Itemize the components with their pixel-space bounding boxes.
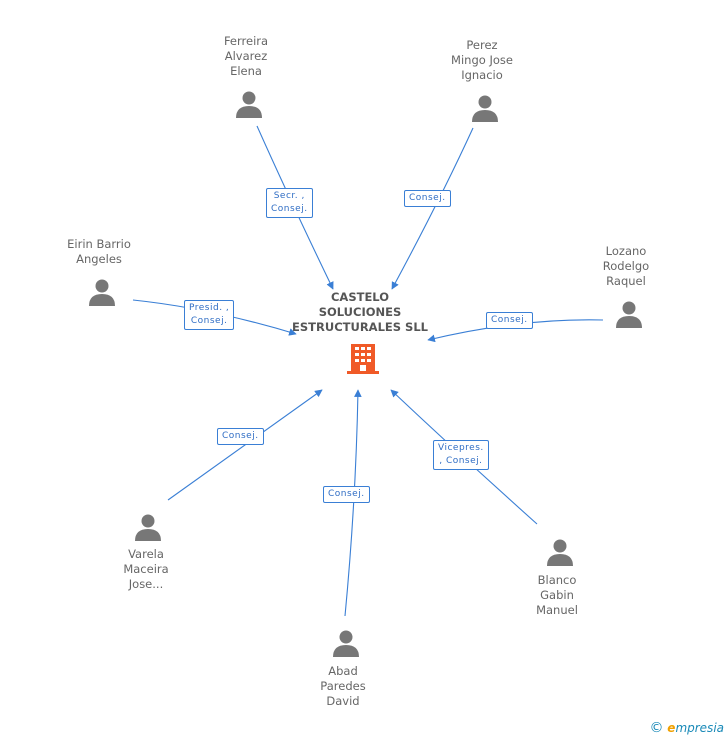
person-name-eirin[interactable]: Eirin Barrio Angeles bbox=[67, 237, 131, 266]
role-badge-perez[interactable]: Consej. bbox=[404, 190, 451, 207]
person-icon[interactable] bbox=[615, 300, 643, 328]
company-name[interactable]: CASTELO SOLUCIONES ESTRUCTURALES SLL bbox=[292, 290, 428, 334]
edge-abad bbox=[344, 389, 362, 617]
edge-varela bbox=[167, 389, 323, 501]
role-badge-lozano[interactable]: Consej. bbox=[486, 312, 533, 329]
person-name-abad[interactable]: Abad Paredes David bbox=[320, 664, 366, 708]
role-badge-eirin[interactable]: Presid. , Consej. bbox=[184, 300, 235, 330]
person-icon[interactable] bbox=[546, 538, 574, 566]
person-icon[interactable] bbox=[332, 629, 360, 657]
person-name-varela[interactable]: Varela Maceira Jose... bbox=[123, 547, 169, 591]
edge-perez bbox=[391, 127, 474, 290]
copyright-symbol: © bbox=[649, 720, 664, 736]
person-icon[interactable] bbox=[471, 94, 499, 122]
role-badge-ferreira[interactable]: Secr. , Consej. bbox=[266, 188, 313, 218]
role-badge-abad[interactable]: Consej. bbox=[323, 486, 370, 503]
person-icon[interactable] bbox=[88, 278, 116, 306]
role-badge-blanco[interactable]: Vicepres. , Consej. bbox=[433, 440, 489, 470]
role-badge-varela[interactable]: Consej. bbox=[217, 428, 264, 445]
person-icon[interactable] bbox=[235, 90, 263, 118]
building-icon bbox=[347, 344, 379, 374]
brand-name: mpresia bbox=[675, 721, 724, 735]
person-name-blanco[interactable]: Blanco Gabin Manuel bbox=[536, 573, 578, 617]
empresia-logo[interactable]: © empresia bbox=[649, 720, 724, 736]
person-name-ferreira[interactable]: Ferreira Alvarez Elena bbox=[223, 34, 269, 78]
person-icon[interactable] bbox=[134, 513, 162, 541]
person-name-lozano[interactable]: Lozano Rodelgo Raquel bbox=[602, 244, 650, 288]
brand-initial: e bbox=[667, 721, 676, 735]
person-name-perez[interactable]: Perez Mingo Jose Ignacio bbox=[451, 38, 513, 82]
